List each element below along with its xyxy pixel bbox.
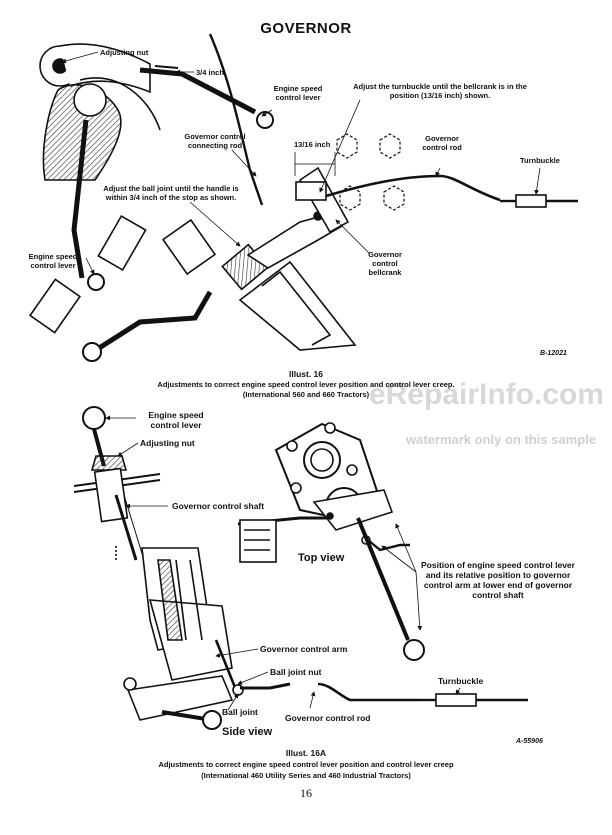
label-16a-turnbuckle: Turnbuckle [438, 676, 484, 686]
illust16a-caption-title: Illust. 16A [285, 748, 327, 758]
label-engine-speed-control-lever-left: Engine speed control lever [28, 252, 78, 270]
label-thirteen-sixteenth-inch: 13/16 inch [294, 140, 331, 149]
label-turnbuckle-note: Adjust the turnbuckle until the bellcran… [353, 82, 527, 100]
label-top-view: Top view [298, 552, 345, 564]
label-16a-governor-control-shaft: Governor control shaft [172, 501, 265, 511]
label-16a-governor-control-arm: Governor control arm [260, 644, 348, 654]
label-16a-ball-joint-nut: Ball joint nut [270, 667, 322, 677]
label-16a-governor-control-rod: Governor control rod [285, 713, 371, 723]
watermark: eRepairInfo.com [368, 378, 604, 411]
label-side-view: Side view [222, 726, 273, 738]
illust16-caption-line1: Adjustments to correct engine speed cont… [157, 380, 455, 389]
label-16a-engine-speed-control-lever: Engine speed control lever [148, 410, 204, 430]
label-engine-speed-control-lever-top: Engine speed control lever [273, 84, 323, 102]
illust16-drawing [28, 33, 578, 362]
label-governor-control-rod: Governor control rod [422, 134, 462, 152]
label-position-note: Position of engine speed control lever a… [421, 560, 575, 600]
illust16a-code: A-55906 [516, 738, 543, 745]
label-governor-control-bellcrank: Governor control bellcrank [368, 250, 402, 277]
label-16a-adjusting-nut: Adjusting nut [140, 438, 195, 448]
watermark-note: watermark only on this sample [405, 432, 596, 447]
illust16-caption-line2: (International 560 and 660 Tractors) [242, 390, 370, 399]
illust16a-caption-line2: (International 460 Utility Series and 46… [201, 771, 411, 780]
page-title: GOVERNOR [260, 20, 352, 37]
label-ball-joint-note: Adjust the ball joint until the handle i… [103, 184, 239, 202]
illust16a-caption-line1: Adjustments to correct engine speed cont… [158, 760, 454, 769]
label-adjusting-nut: Adjusting nut [100, 48, 149, 57]
label-three-quarter-inch: 3/4 inch [196, 68, 224, 77]
illust16-caption-title: Illust. 16 [288, 369, 323, 379]
label-governor-control-connecting-rod: Governor control connecting rod [184, 132, 246, 150]
illust16-code: B-12021 [540, 350, 567, 357]
label-turnbuckle: Turnbuckle [520, 156, 560, 165]
illust16a-drawing [73, 406, 528, 730]
label-16a-ball-joint: Ball joint [222, 707, 258, 717]
page-number: 16 [300, 786, 312, 800]
